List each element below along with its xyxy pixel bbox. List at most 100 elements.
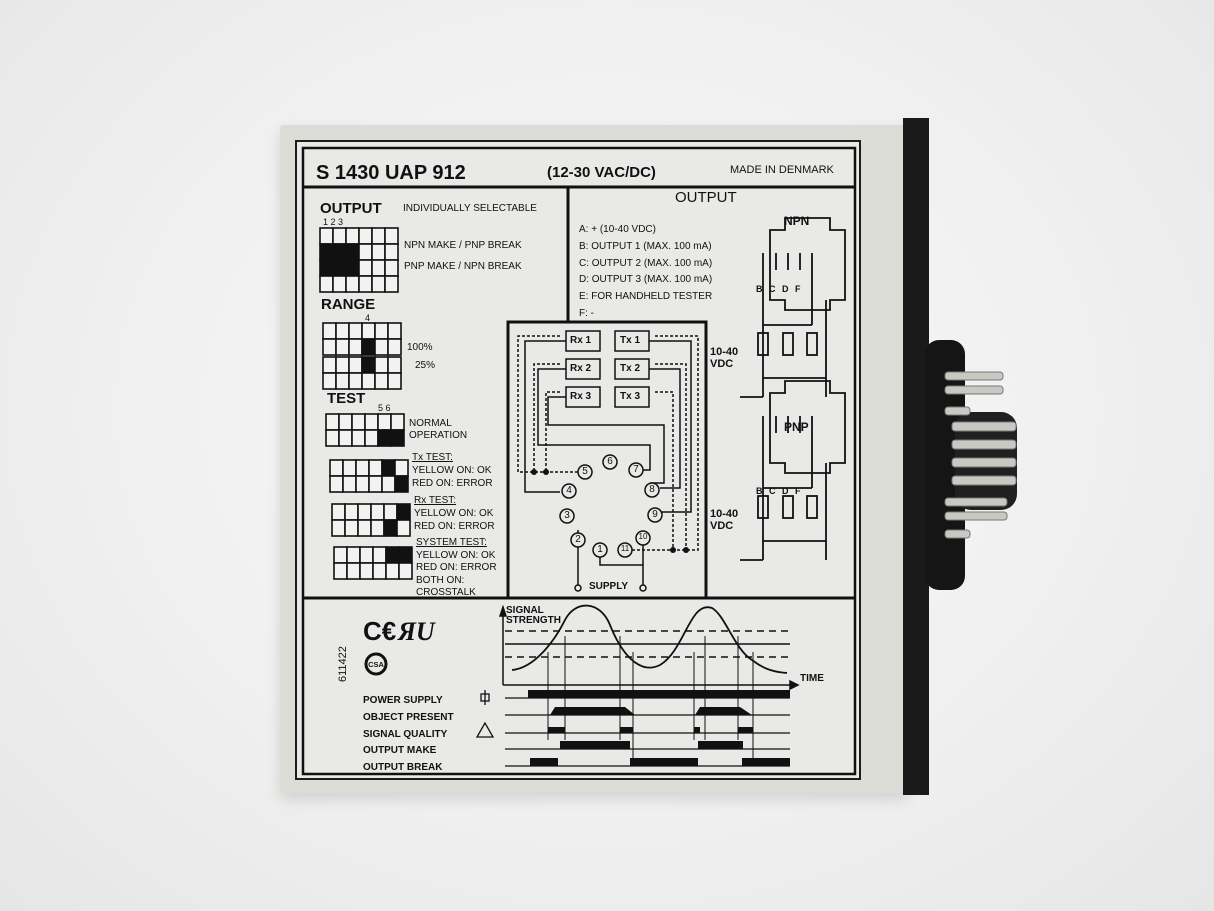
dip-switch-cell [329,475,344,493]
dip-switch-cell [319,275,334,293]
svg-text:ЯU: ЯU [397,617,436,646]
dip-switch-cell [372,546,387,564]
terminal-pin [592,542,608,558]
dip-switch-cell [319,243,334,261]
supply-voltage: (12-30 VAC/DC) [547,164,656,181]
dip-switch-cell [384,259,399,277]
terminal-pin-number: 9 [652,509,658,520]
dip-switch-cell [398,546,413,564]
dip-switch-cell [370,519,385,537]
dip-switch-cell [329,459,344,477]
dip-switch-cell [332,275,347,293]
certification-marks: C€ ЯU CSA [363,616,436,676]
dip-switch-cell [348,356,363,374]
dip-switch-cell [364,413,379,431]
dip-switch-cell [338,413,353,431]
dip-switch-cell [344,519,359,537]
dip-switch-cell [374,372,389,390]
dip-switch-cell [374,338,389,356]
terminal-pin-number: 1 [597,544,603,555]
output-mode-1: NPN MAKE / PNP BREAK [404,240,522,251]
dip-switch-cell [384,275,399,293]
test-heading: TEST [327,390,366,407]
dip-switch-cell [361,356,376,374]
supply-label: SUPPLY [589,581,629,592]
dip-switch-cell [361,322,376,340]
range-25: 25% [415,360,436,371]
dip-switch-cell [351,413,366,431]
output-heading: OUTPUT [320,200,382,217]
terminal-pin [602,454,618,470]
dip-switch-cell [377,429,392,447]
dip-switch-cell [355,459,370,477]
svg-text:C€: C€ [363,616,396,646]
dip-switch-cell [371,259,386,277]
dip-switch-cell [371,243,386,261]
dip-switch-cell [332,243,347,261]
dip-switch-cell [355,475,370,493]
tx3: Tx 3 [620,391,641,402]
npn-terminals: B C D F [756,284,803,294]
dip-switch-cell [359,562,374,580]
range-100: 100% [407,342,433,353]
origin-text: MADE IN DENMARK [730,164,834,176]
dip-switch-cell [319,227,334,245]
dip-switch-cell [361,372,376,390]
dip-switch-cell [359,546,374,564]
terminal-pin-number: 10 [638,532,648,541]
dip-switch-cell [342,475,357,493]
dip-switch-cell [335,356,350,374]
certification-code: 611422 [337,646,349,682]
housing-side-edge [903,118,929,795]
model-number: S 1430 UAP 912 [316,162,466,184]
rx3: Rx 3 [570,391,592,402]
dip-switch-cell [346,546,361,564]
dip-switch-cell [333,562,348,580]
terminal-pin [635,530,651,546]
dip-switch-cell [368,459,383,477]
dip-switch-cell [345,227,360,245]
terminal-pin-number: 5 [582,466,588,477]
dip-switch-cell [348,322,363,340]
terminal-pin [644,482,660,498]
output-pin-list: A: + (10-40 VDC)B: OUTPUT 1 (MAX. 100 mA… [579,224,713,319]
dip-switch-cell [358,227,373,245]
dip-switch-cell [390,413,405,431]
dip-switch-cell [322,322,337,340]
tx2: Tx 2 [620,363,641,374]
terminal-pin-number: 3 [564,510,570,521]
dip-switch-cell [332,227,347,245]
dip-switch-cell [370,503,385,521]
dip-switch-cell [358,275,373,293]
terminal-pin-number: 4 [566,485,572,496]
terminal-pin [628,462,644,478]
dip-switch-cell [396,519,411,537]
dip-switch-cell [383,503,398,521]
range-heading: RANGE [321,296,376,313]
dip-switch-cell [385,562,400,580]
terminal-pin-number: 8 [649,484,655,495]
dip-switch-cell [381,475,396,493]
dip-switch-cell [342,459,357,477]
rx2: Rx 2 [570,363,592,374]
terminal-pin [577,464,593,480]
pnp-title: PNP [784,420,809,434]
output-mode-2: PNP MAKE / NPN BREAK [404,261,522,272]
tx1: Tx 1 [620,335,641,346]
dip-switch-cell [381,459,396,477]
output-subtitle: INDIVIDUALLY SELECTABLE [403,203,537,214]
dip-switch-cell [358,259,373,277]
dip-switch-cell [319,259,334,277]
range-switch-number: 4 [365,313,371,323]
output-pins-heading: OUTPUT [675,189,737,206]
dip-switch-cell [331,503,346,521]
dip-switch-cell [368,475,383,493]
dip-switch-cell [384,227,399,245]
terminal-pin [570,532,586,548]
dip-switch-cell [345,275,360,293]
terminal-pin-number: 6 [607,456,613,467]
